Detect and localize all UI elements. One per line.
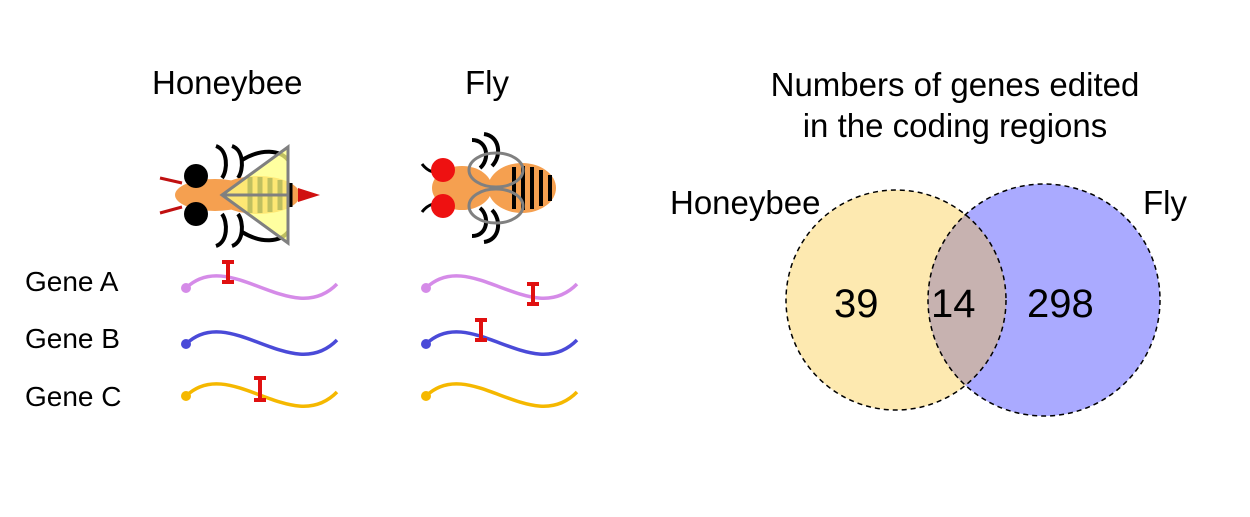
venn-overlap-region: [928, 190, 1006, 410]
honeybee-gene-b-wave: [181, 330, 339, 356]
gene-c-label: Gene C: [25, 381, 122, 412]
fly-gene-a-wave: [421, 274, 579, 300]
gene-b-label: Gene B: [25, 323, 120, 354]
venn-title: Numbers of genes edited in the coding re…: [700, 64, 1210, 147]
fly-header: Fly: [465, 64, 509, 101]
venn-fly-only-count: 298: [1027, 282, 1094, 326]
fly-gene-c-wave: [421, 382, 579, 408]
honeybee-gene-c-edit-marker: [254, 376, 266, 402]
venn-honeybee-only-count: 39: [834, 282, 879, 326]
honeybee-header: Honeybee: [152, 64, 303, 101]
fly-gene-b-edit-marker: [475, 318, 487, 342]
venn-fly-label: Fly: [1143, 184, 1187, 221]
fly-icon: [420, 132, 556, 244]
venn-shared-count: 14: [931, 282, 976, 326]
fly-gene-a-edit-marker: [527, 282, 539, 306]
venn-title-line1: Numbers of genes edited: [770, 66, 1140, 103]
venn-title-line2: in the coding regions: [802, 107, 1108, 145]
fly-gene-b-wave: [421, 330, 579, 356]
gene-a-label: Gene A: [25, 266, 119, 297]
honeybee-icon: [159, 144, 320, 248]
honeybee-gene-a-wave: [181, 274, 339, 300]
venn-honeybee-label: Honeybee: [670, 184, 821, 221]
honeybee-gene-a-edit-marker: [222, 260, 234, 284]
